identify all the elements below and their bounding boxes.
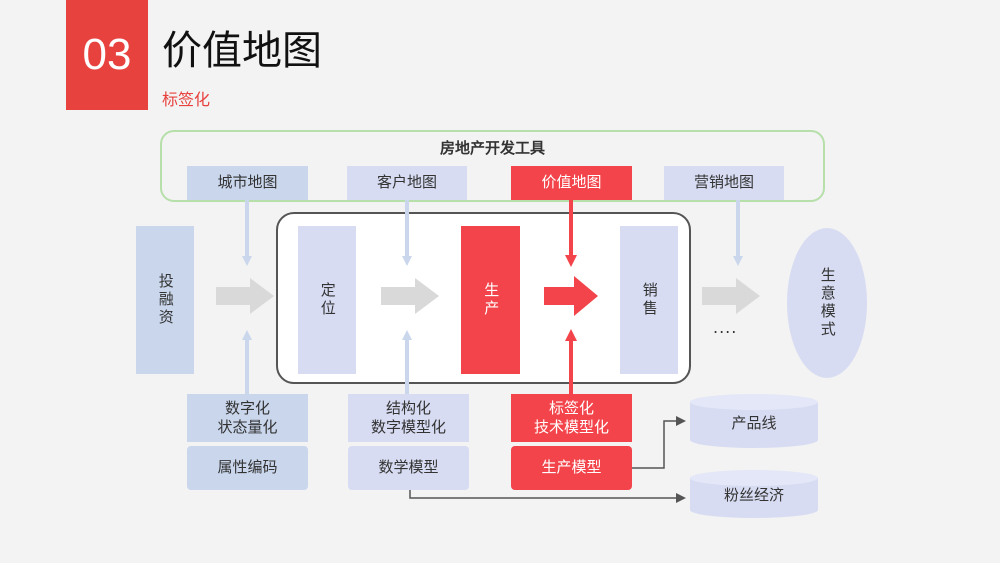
tool-value-map: 价值地图 (511, 166, 632, 200)
flow-arrow-3 (544, 276, 598, 316)
math-model-box: 数学模型 (348, 446, 469, 490)
sales-box: 销售 (620, 226, 678, 374)
positioning-box: 定位 (298, 226, 356, 374)
cylinder-top (690, 394, 818, 410)
flow-arrow-1 (216, 278, 274, 314)
ecosystem-ellipse: 生意模式 (787, 228, 867, 378)
tool-marketing-map: 营销地图 (664, 166, 784, 200)
flow-arrow-4 (702, 278, 760, 314)
section-number: 03 (66, 0, 148, 110)
tool-city-map: 城市地图 (187, 166, 308, 200)
product-line-label: 产品线 (731, 414, 777, 433)
page-title: 价值地图 (162, 28, 322, 74)
connector-fan-economy (409, 490, 686, 503)
tools-title: 房地产开发工具 (439, 139, 545, 157)
fan-economy-label: 粉丝经济 (723, 486, 784, 505)
tools-frame (160, 130, 825, 202)
cylinder-bottom (690, 432, 818, 448)
connector-product-line (632, 416, 686, 469)
ellipsis-text: .... (713, 318, 738, 337)
tool-customer-map: 客户地图 (347, 166, 467, 200)
attribute-code-box: 属性编码 (187, 446, 308, 490)
structure-box: 结构化 数字模型化 (348, 394, 469, 442)
page-subtitle: 标签化 (162, 90, 211, 109)
flow-arrow-2 (381, 278, 439, 314)
cylinder-bottom (690, 502, 818, 518)
production-model-box: 生产模型 (511, 446, 632, 490)
investment-box: 投融资 (136, 226, 194, 374)
cylinder-top (690, 470, 818, 486)
digitize-box: 数字化 状态量化 (187, 394, 308, 442)
labeling-box: 标签化 技术模型化 (511, 394, 632, 442)
production-box: 生产 (461, 226, 520, 374)
